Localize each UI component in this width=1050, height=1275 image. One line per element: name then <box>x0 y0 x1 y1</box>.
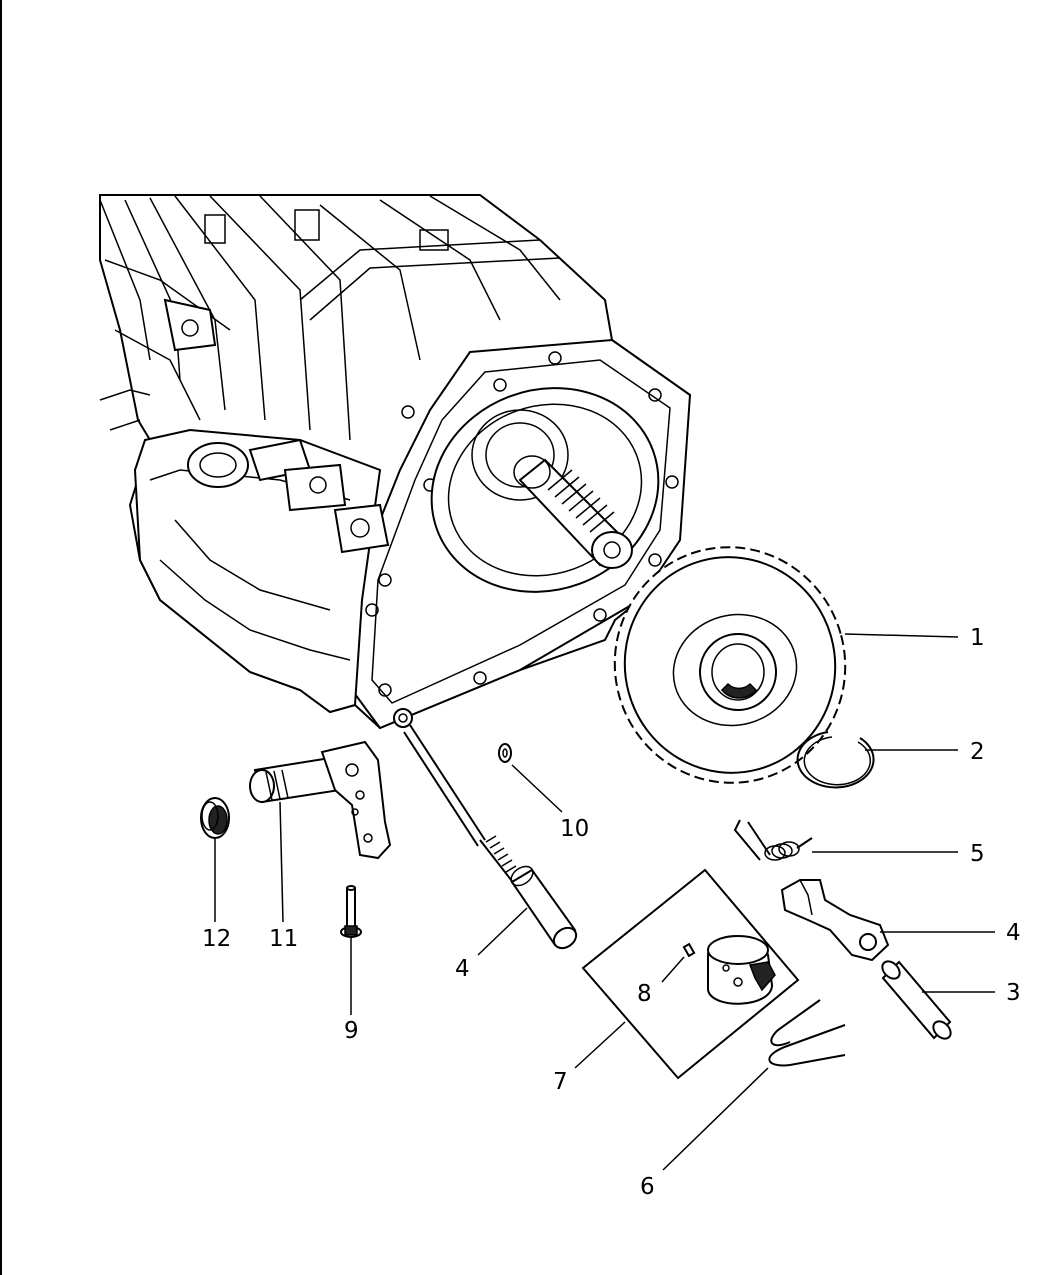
part-7-kit-box <box>581 868 800 1080</box>
leader-line-11 <box>279 801 284 923</box>
leader-line-1 <box>844 633 959 638</box>
part-2-snap-ring <box>796 731 875 789</box>
callout-10: 10 <box>560 816 589 842</box>
part-11-manual-shaft <box>249 740 392 860</box>
leader-line-10 <box>511 764 563 813</box>
callout-4-right: 4 <box>1006 920 1021 946</box>
leader-line-8 <box>661 956 685 983</box>
callout-4-left: 4 <box>455 956 470 982</box>
part-6-retainer-clip <box>768 999 846 1067</box>
part-3-pin <box>881 960 952 1040</box>
callout-12: 12 <box>202 926 231 952</box>
callout-9: 9 <box>344 1018 359 1044</box>
callout-2: 2 <box>970 739 985 765</box>
transmission-housing <box>99 194 692 730</box>
part-4-manual-valve-rod <box>393 708 578 950</box>
callout-6: 6 <box>640 1174 655 1200</box>
part-9-bolt <box>340 885 362 938</box>
part-10-nut <box>498 743 512 763</box>
part-5-spring <box>733 819 813 861</box>
callout-7: 7 <box>553 1069 568 1095</box>
leader-line-6 <box>662 1067 769 1171</box>
callout-3: 3 <box>1006 980 1021 1006</box>
part-12-seal <box>200 797 230 839</box>
part-1-tone-wheel <box>613 546 847 784</box>
part-4-park-pawl <box>780 879 890 962</box>
callout-11: 11 <box>269 926 298 952</box>
callout-5: 5 <box>970 841 985 867</box>
leader-line-4a <box>477 907 528 956</box>
callout-8: 8 <box>637 981 652 1007</box>
leader-line-7 <box>574 1021 626 1069</box>
callout-1: 1 <box>970 625 985 651</box>
